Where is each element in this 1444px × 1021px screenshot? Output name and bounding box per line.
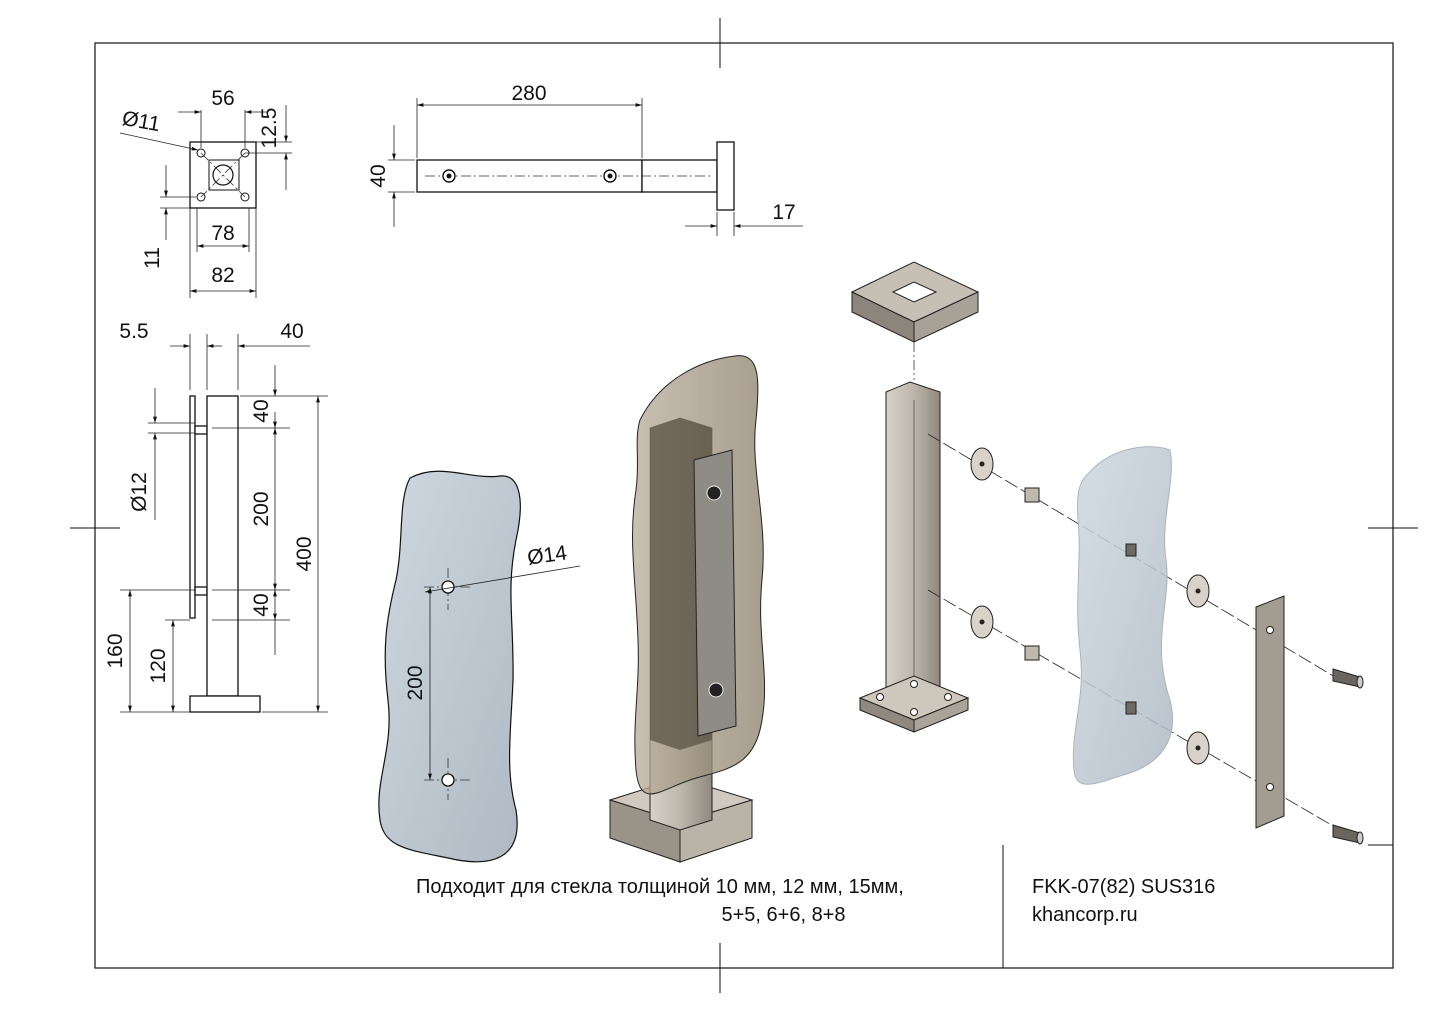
dim-hole-diameter-11: Ø11: [120, 107, 162, 136]
dim-glass-span-200: 200: [404, 665, 427, 700]
dim-160: 160: [104, 633, 127, 668]
dim-17: 17: [772, 201, 795, 224]
glass-thickness-note-line2: 5+5, 6+6, 8+8: [721, 904, 846, 926]
front-view-post: 280 40 17: [367, 82, 803, 236]
model-number: FKK-07(82) SUS316: [1032, 876, 1216, 898]
dim-top-40: 40: [250, 399, 273, 422]
dim-78: 78: [211, 222, 234, 245]
website-label: khancorp.ru: [1032, 904, 1138, 926]
dim-total-400: 400: [293, 536, 316, 571]
dim-56: 56: [211, 87, 234, 110]
dim-post-40: 40: [280, 320, 303, 343]
dim-bottom-40: 40: [250, 593, 273, 616]
dim-5-5: 5.5: [119, 320, 148, 343]
dim-280: 280: [511, 82, 546, 105]
dim-40: 40: [367, 164, 390, 187]
top-view-base-plate: 56 Ø11 12.5 78 82 11: [119, 87, 292, 298]
glass-panel-view: Ø14 200: [378, 470, 581, 863]
glass-thickness-note-line1: Подходит для стекла толщиной 10 мм, 12 м…: [416, 876, 904, 898]
sheet-frame: [70, 18, 1418, 993]
dim-11: 11: [141, 247, 164, 269]
assembled-3d-view: [608, 355, 766, 863]
dim-bolt-diameter-12: Ø12: [128, 472, 151, 512]
dim-12-5: 12.5: [258, 108, 281, 149]
dim-span-200: 200: [250, 491, 273, 526]
dim-120: 120: [147, 648, 170, 683]
side-view-post: 5.5 40 40 200 40 400 Ø12 160 120: [104, 320, 328, 713]
dim-hole-diameter-14: Ø14: [526, 541, 569, 569]
dim-82: 82: [211, 264, 234, 287]
exploded-3d-view: [850, 261, 1364, 845]
